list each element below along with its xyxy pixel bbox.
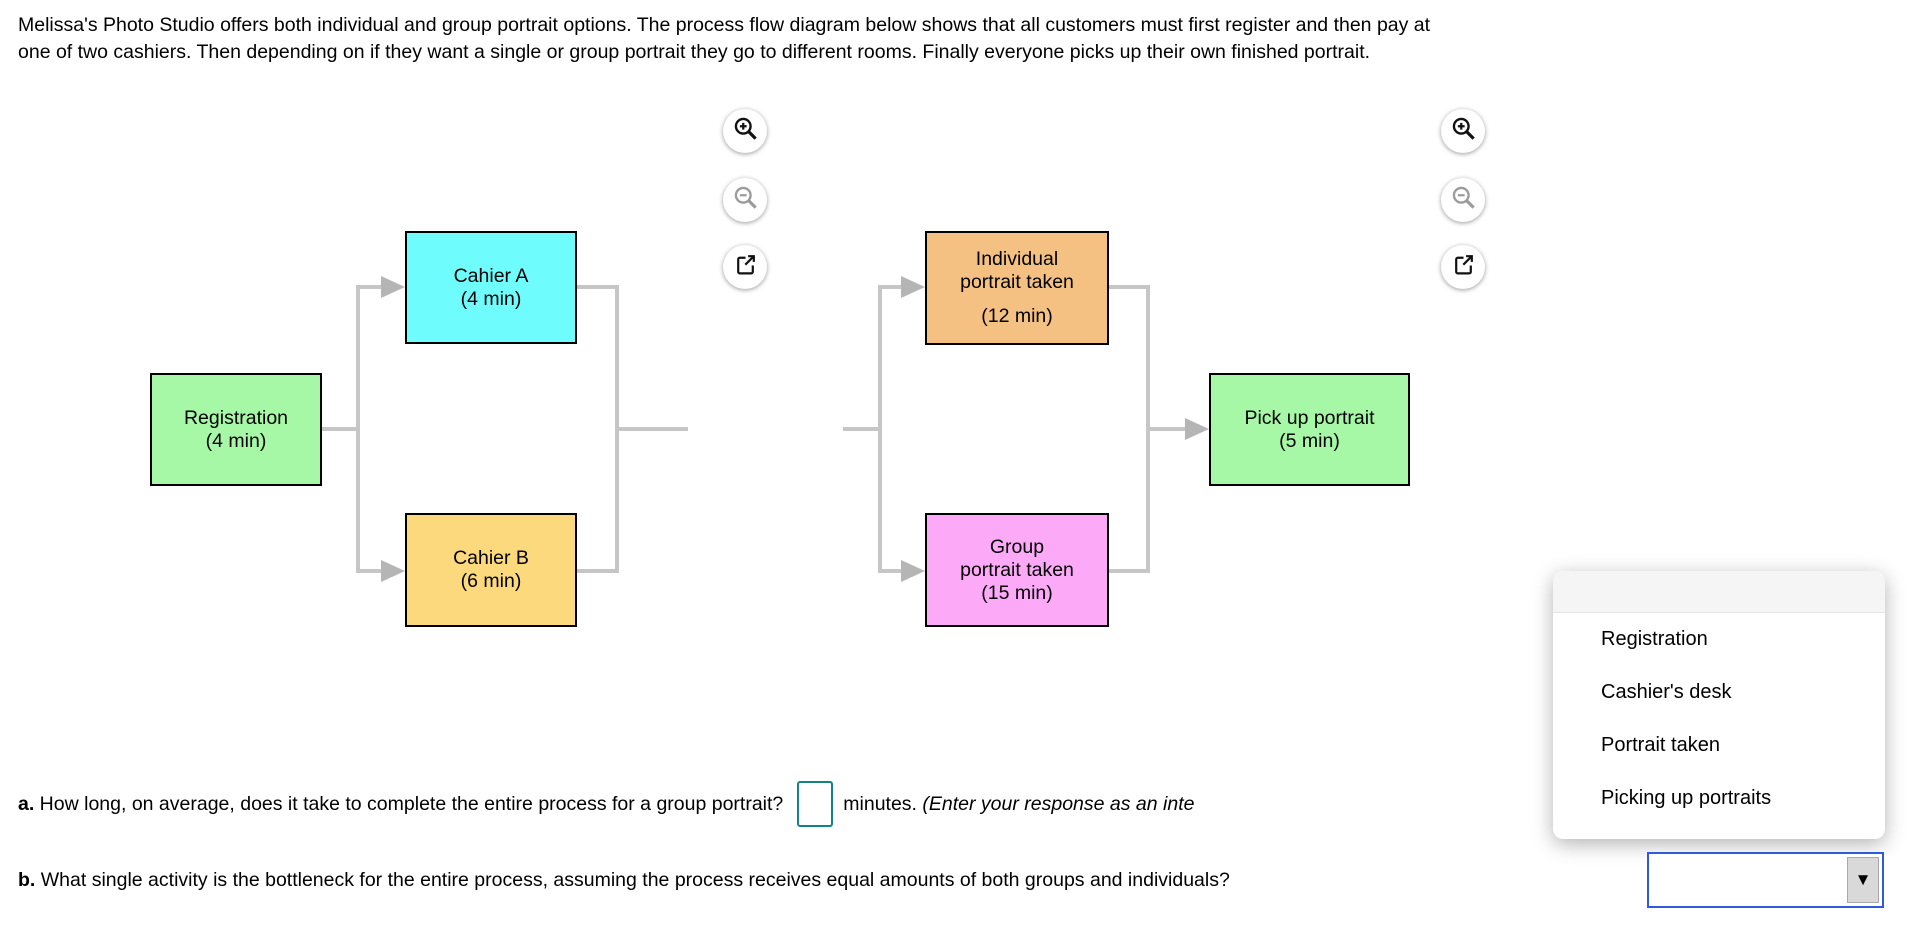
box-label: Registration [183,406,289,429]
flow-box-registration: Registration (4 min) [150,373,322,486]
box-label: Cahier B [453,547,529,569]
box-label: (5 min) [1279,429,1340,452]
answer-dropdown-menu: Registration Cashier's desk Portrait tak… [1553,571,1885,839]
connector-line [880,569,904,573]
box-label: Pick up portrait [1244,406,1375,429]
connector-line [322,427,358,431]
zoom-in-button[interactable] [1441,109,1485,153]
external-link-icon [733,252,758,282]
question-a-note: (Enter your response as an inte [922,792,1195,815]
connector-line [576,569,619,573]
box-label: Individual [975,248,1059,270]
arrowhead-icon [381,560,405,582]
box-label: (6 min) [460,570,522,592]
zoom-out-icon [732,184,759,216]
box-label: Group [989,535,1045,558]
connector-line [878,285,882,573]
box-label: (12 min) [981,305,1053,327]
connector-line [843,427,882,431]
box-label: portrait taken [960,558,1074,581]
question-a-suffix: minutes. [843,792,923,815]
menu-item-cashiers-desk[interactable]: Cashier's desk [1601,681,1732,703]
flow-box-individual-portrait: Individual portrait taken (12 min) [925,231,1109,345]
connector-line [356,285,360,573]
chevron-down-icon: ▼ [1854,870,1872,889]
intro-text-line-2: one of two cashiers. Then depending on i… [18,41,1371,63]
bottleneck-select[interactable]: ▼ [1647,852,1884,908]
connector-line [1109,285,1150,289]
box-label: Cahier A [453,264,529,287]
box-label: (4 min) [205,429,267,452]
external-link-icon [1451,252,1476,282]
flow-box-cashier-a: Cahier A (4 min) [405,231,577,344]
menu-item-blank[interactable] [1553,571,1885,613]
connector-line [358,569,384,573]
question-a-text: How long, on average, does it take to co… [34,792,784,815]
connector-line [575,285,619,289]
minutes-input[interactable] [797,781,834,827]
menu-item-registration[interactable]: Registration [1601,628,1708,650]
arrowhead-icon [901,276,925,298]
question-a-letter: a. [18,792,35,815]
zoom-out-button[interactable] [1441,178,1485,222]
question-b-text: What single activity is the bottleneck f… [35,868,1230,891]
box-label: (15 min) [981,581,1053,604]
zoom-out-icon [1450,184,1477,216]
connector-line [1148,427,1188,431]
question-b-row: b. What single activity is the bottlenec… [18,850,1230,910]
menu-item-portrait-taken[interactable]: Portrait taken [1601,734,1720,756]
box-label: (4 min) [460,287,522,310]
open-in-new-window-button[interactable] [1441,245,1485,289]
connector-line [617,427,688,431]
connector-line [880,285,904,289]
connector-line [358,285,384,289]
question-a-row: a. How long, on average, does it take to… [18,781,1194,827]
open-in-new-window-button[interactable] [723,245,767,289]
question-b-letter: b. [18,868,36,891]
arrowhead-icon [901,560,925,582]
box-label: portrait taken [960,271,1074,293]
zoom-in-icon [732,115,759,147]
flow-box-group-portrait: Group portrait taken (15 min) [925,513,1109,627]
arrowhead-icon [1185,418,1209,440]
menu-item-picking-up-portraits[interactable]: Picking up portraits [1601,787,1772,809]
zoom-out-button[interactable] [723,178,767,222]
connector-line [1109,569,1150,573]
zoom-in-icon [1450,115,1477,147]
arrowhead-icon [381,276,405,298]
select-dropdown-button[interactable]: ▼ [1847,857,1879,903]
intro-text-line-1: Melissa's Photo Studio offers both indiv… [18,14,1431,36]
flow-box-pick-up-portrait: Pick up portrait (5 min) [1209,373,1410,486]
zoom-in-button[interactable] [723,109,767,153]
flow-box-cashier-b: Cahier B (6 min) [405,513,577,627]
